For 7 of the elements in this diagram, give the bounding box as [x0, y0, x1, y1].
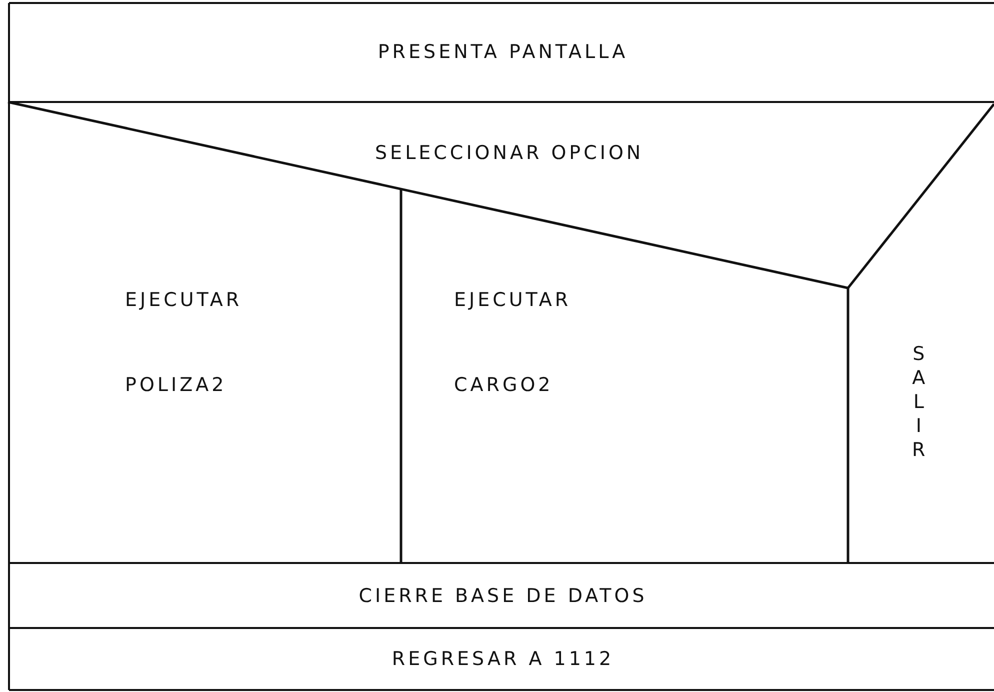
step-text: PRESENTA PANTALLA [378, 41, 628, 63]
case-branch-text: EJECUTAR POLIZA2 [125, 288, 244, 398]
step-text: REGRESAR A 1112 [392, 648, 614, 670]
case-branch-text: EJECUTAR CARGO2 [454, 288, 572, 398]
step-text: CIERRE BASE DE DATOS [358, 584, 648, 606]
case-condition-text: SELECCIONAR OPCION [375, 142, 644, 164]
case-branch-text: SALIR [912, 342, 926, 462]
